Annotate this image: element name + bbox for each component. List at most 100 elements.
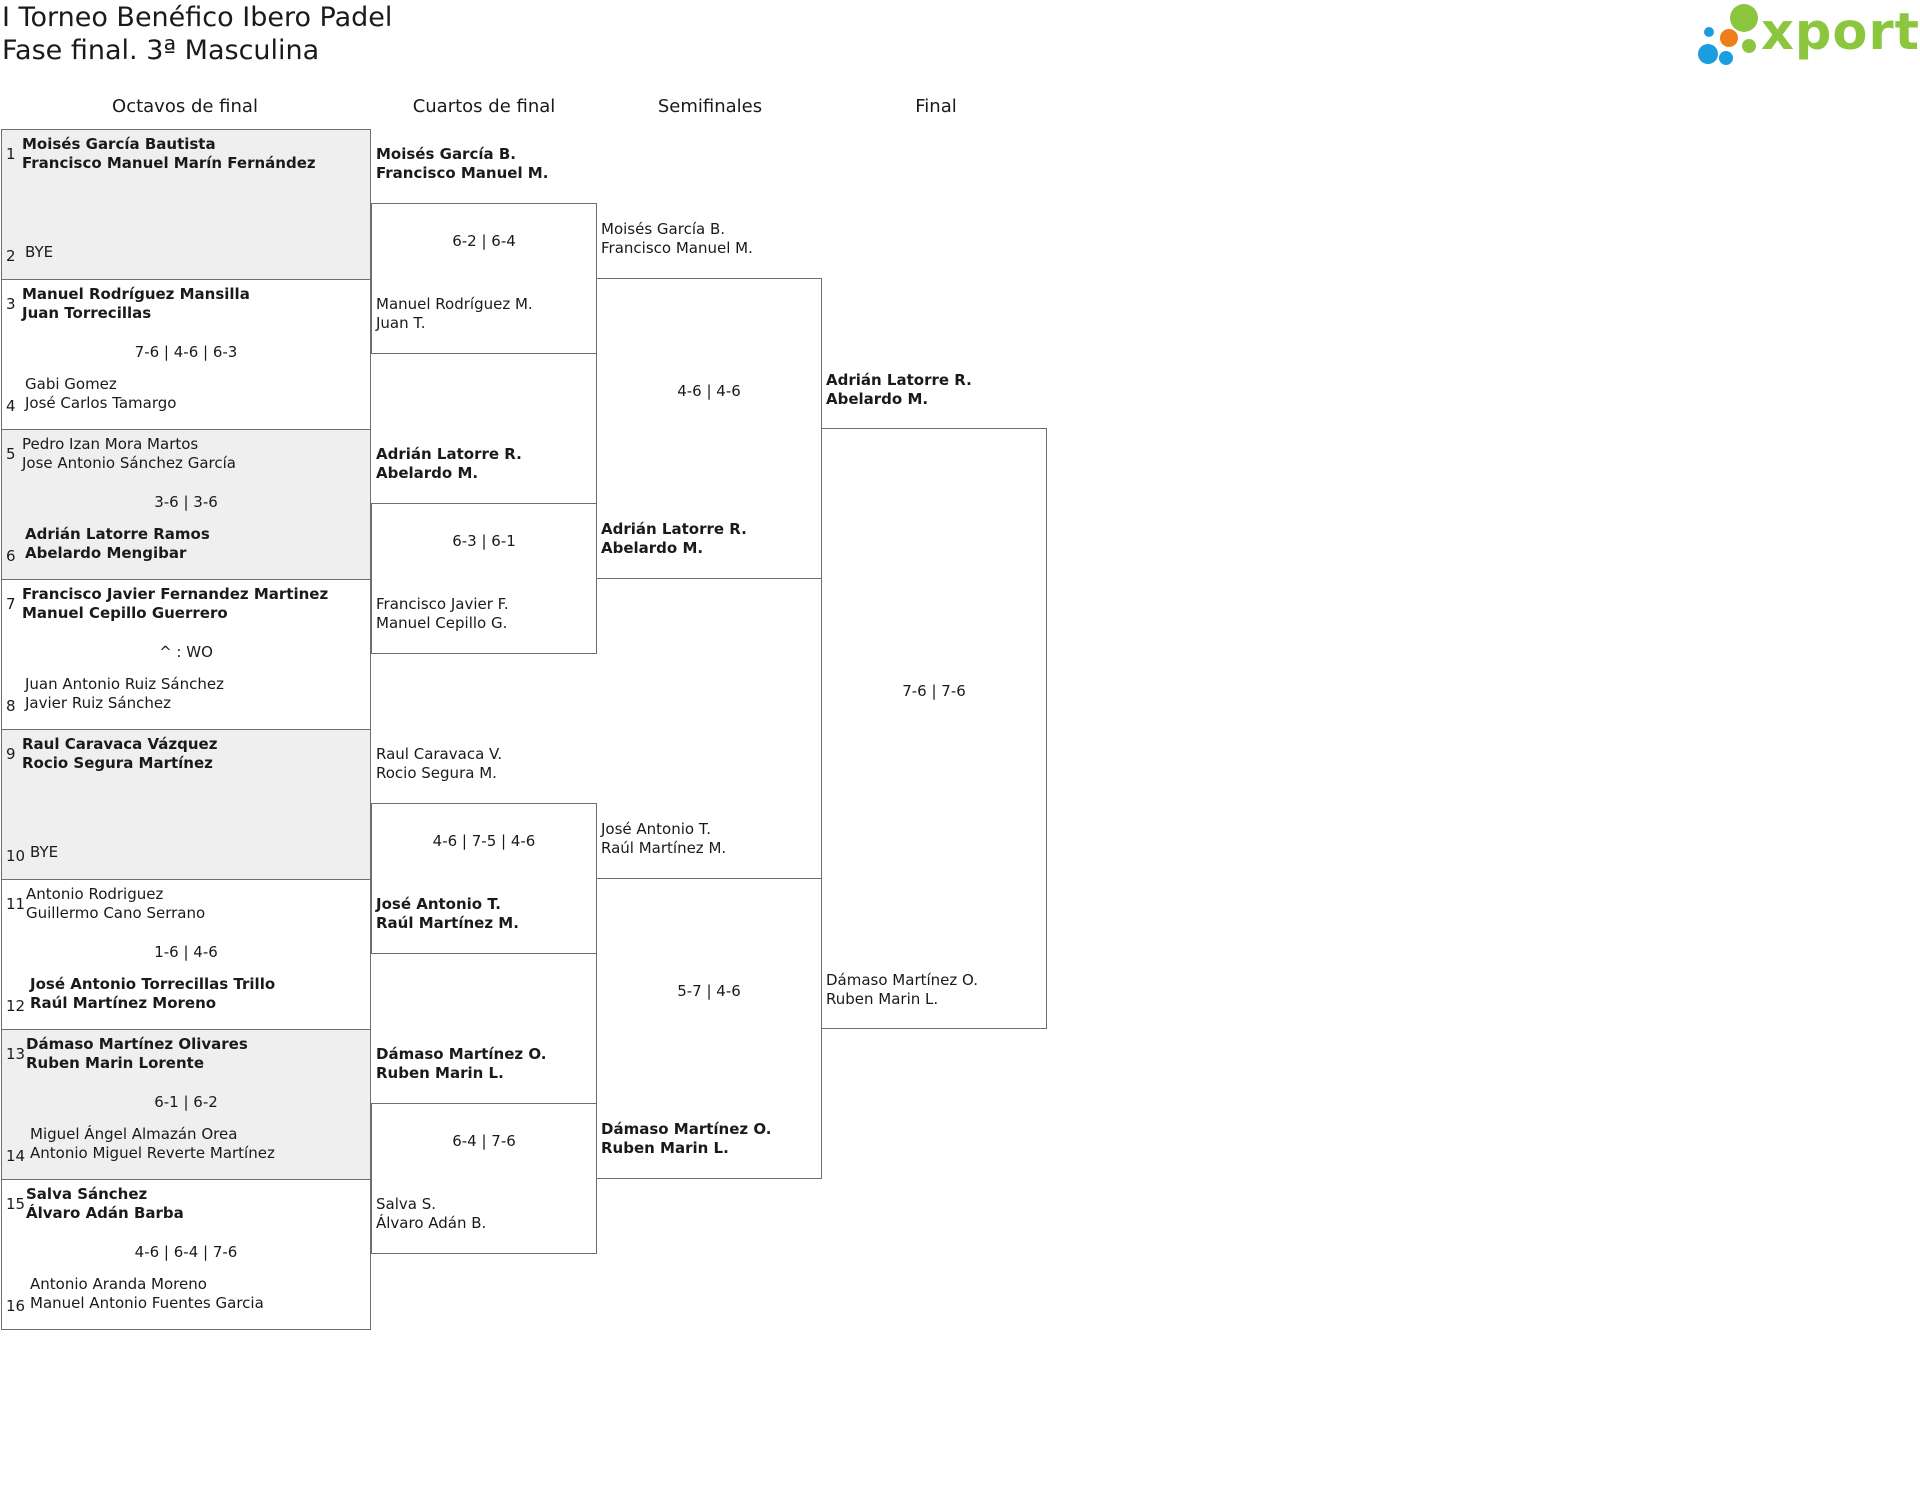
player-name: José Antonio T.: [601, 820, 712, 838]
player-name: Gabi Gomez: [25, 375, 117, 393]
match-score: 6-3 | 6-1: [452, 532, 516, 550]
match-box: [821, 428, 1047, 1029]
player-name: Juan T.: [376, 314, 426, 332]
seed-number: 5: [6, 445, 16, 463]
player-name: Abelardo Mengibar: [25, 544, 187, 562]
seed-number: 7: [6, 595, 16, 613]
player-name: Francisco Javier Fernandez Martinez: [22, 585, 329, 603]
seed-number: 13: [6, 1045, 26, 1063]
match-score: 7-6 | 4-6 | 6-3: [134, 343, 238, 361]
seed-number: 8: [6, 697, 16, 715]
match-box: [1, 429, 371, 580]
match-score: 3-6 | 3-6: [154, 493, 218, 511]
seed-number: 11: [6, 895, 26, 913]
match-score: ^ : WO: [159, 643, 213, 661]
player-name: Ruben Marin Lorente: [26, 1054, 204, 1072]
player-name: Manuel Antonio Fuentes Garcia: [30, 1294, 264, 1312]
player-name: Guillermo Cano Serrano: [26, 904, 206, 922]
player-name: Juan Torrecillas: [22, 304, 152, 322]
seed-number: 1: [6, 145, 16, 163]
player-name: Adrián Latorre Ramos: [25, 525, 210, 543]
player-name: Moisés García B.: [376, 145, 516, 163]
player-name: Moisés García Bautista: [22, 135, 216, 153]
match-score: 1-6 | 4-6: [154, 943, 218, 961]
player-name: Adrián Latorre R.: [601, 520, 747, 538]
player-name: Javier Ruiz Sánchez: [25, 694, 171, 712]
player-name: Dámaso Martínez Olivares: [26, 1035, 248, 1053]
round-header-cuartos: Cuartos de final: [412, 96, 556, 117]
match-score: 6-4 | 7-6: [452, 1132, 516, 1150]
player-name: José Antonio Torrecillas Trillo: [30, 975, 276, 993]
seed-number: 2: [6, 247, 16, 265]
player-name: Ruben Marin L.: [601, 1139, 729, 1157]
match-score: 7-6 | 7-6: [902, 682, 966, 700]
player-name: Dámaso Martínez O.: [601, 1120, 772, 1138]
player-name: Álvaro Adán B.: [376, 1214, 487, 1232]
player-name: Juan Antonio Ruiz Sánchez: [25, 675, 224, 693]
player-name: Francisco Manuel Marín Fernández: [22, 154, 316, 172]
player-name: Ruben Marin L.: [376, 1064, 504, 1082]
player-name: Pedro Izan Mora Martos: [22, 435, 199, 453]
player-name: Manuel Cepillo Guerrero: [22, 604, 228, 622]
xporty-dots-icon: [1698, 4, 1758, 65]
player-name: José Carlos Tamargo: [25, 394, 177, 412]
player-name: Raúl Martínez M.: [601, 839, 727, 857]
seed-number: 12: [6, 997, 26, 1015]
seed-number: 4: [6, 397, 16, 415]
seed-number: 16: [6, 1297, 26, 1315]
seed-number: 9: [6, 745, 16, 763]
tournament-phase: Fase final. 3ª Masculina: [2, 35, 320, 66]
seed-number: 14: [6, 1147, 26, 1165]
player-name: Salva Sánchez: [26, 1185, 148, 1203]
match-score: 4-6 | 4-6: [677, 382, 741, 400]
player-name: Abelardo M.: [826, 390, 929, 408]
player-name: Antonio Rodriguez: [26, 885, 164, 903]
player-name: Dámaso Martínez O.: [376, 1045, 547, 1063]
player-name: Rocio Segura Martínez: [22, 754, 213, 772]
match-score: 6-2 | 6-4: [452, 232, 516, 250]
player-name: Moisés García B.: [601, 220, 725, 238]
player-name: Adrián Latorre R.: [826, 371, 972, 389]
player-name: Francisco Javier F.: [376, 595, 509, 613]
player-name: Rocio Segura M.: [376, 764, 497, 782]
player-name: Raul Caravaca V.: [376, 745, 503, 763]
match-box: [1, 1029, 371, 1180]
match-box: [1, 129, 371, 280]
player-name: Abelardo M.: [601, 539, 704, 557]
player-name: Dámaso Martínez O.: [826, 971, 978, 989]
player-name: Ruben Marin L.: [826, 990, 939, 1008]
match-score: 6-1 | 6-2: [154, 1093, 218, 1111]
player-name: BYE: [25, 243, 54, 261]
player-name: Manuel Rodríguez Mansilla: [22, 285, 250, 303]
player-name: Raúl Martínez M.: [376, 914, 519, 932]
player-name: Álvaro Adán Barba: [26, 1204, 184, 1222]
xporty-logo: xporty: [1695, 3, 1920, 66]
player-name: José Antonio T.: [376, 895, 501, 913]
player-name: Francisco Manuel M.: [376, 164, 549, 182]
match-score: 4-6 | 6-4 | 7-6: [134, 1243, 238, 1261]
seed-number: 10: [6, 847, 26, 865]
player-name: BYE: [30, 843, 59, 861]
tournament-title: I Torneo Benéfico Ibero Padel: [2, 2, 393, 33]
seed-number: 15: [6, 1195, 26, 1213]
seed-number: 6: [6, 547, 16, 565]
player-name: Manuel Rodríguez M.: [376, 295, 533, 313]
player-name: Jose Antonio Sánchez García: [22, 454, 236, 472]
player-name: Manuel Cepillo G.: [376, 614, 508, 632]
round-header-final: Final: [915, 96, 957, 117]
match-box: [1, 1179, 371, 1330]
round-header-semifinales: Semifinales: [657, 96, 763, 117]
player-name: Antonio Miguel Reverte Martínez: [30, 1144, 275, 1162]
match-box: [1, 729, 371, 880]
player-name: Abelardo M.: [376, 464, 479, 482]
round-header-octavos: Octavos de final: [112, 96, 258, 117]
player-name: Raul Caravaca Vázquez: [22, 735, 218, 753]
xporty-wordmark: xporty: [1761, 3, 1920, 62]
match-score: 4-6 | 7-5 | 4-6: [432, 832, 536, 850]
player-name: Antonio Aranda Moreno: [30, 1275, 207, 1293]
player-name: Raúl Martínez Moreno: [30, 994, 217, 1012]
player-name: Miguel Ángel Almazán Orea: [30, 1125, 238, 1143]
player-name: Salva S.: [376, 1195, 437, 1213]
player-name: Francisco Manuel M.: [601, 239, 753, 257]
seed-number: 3: [6, 295, 16, 313]
